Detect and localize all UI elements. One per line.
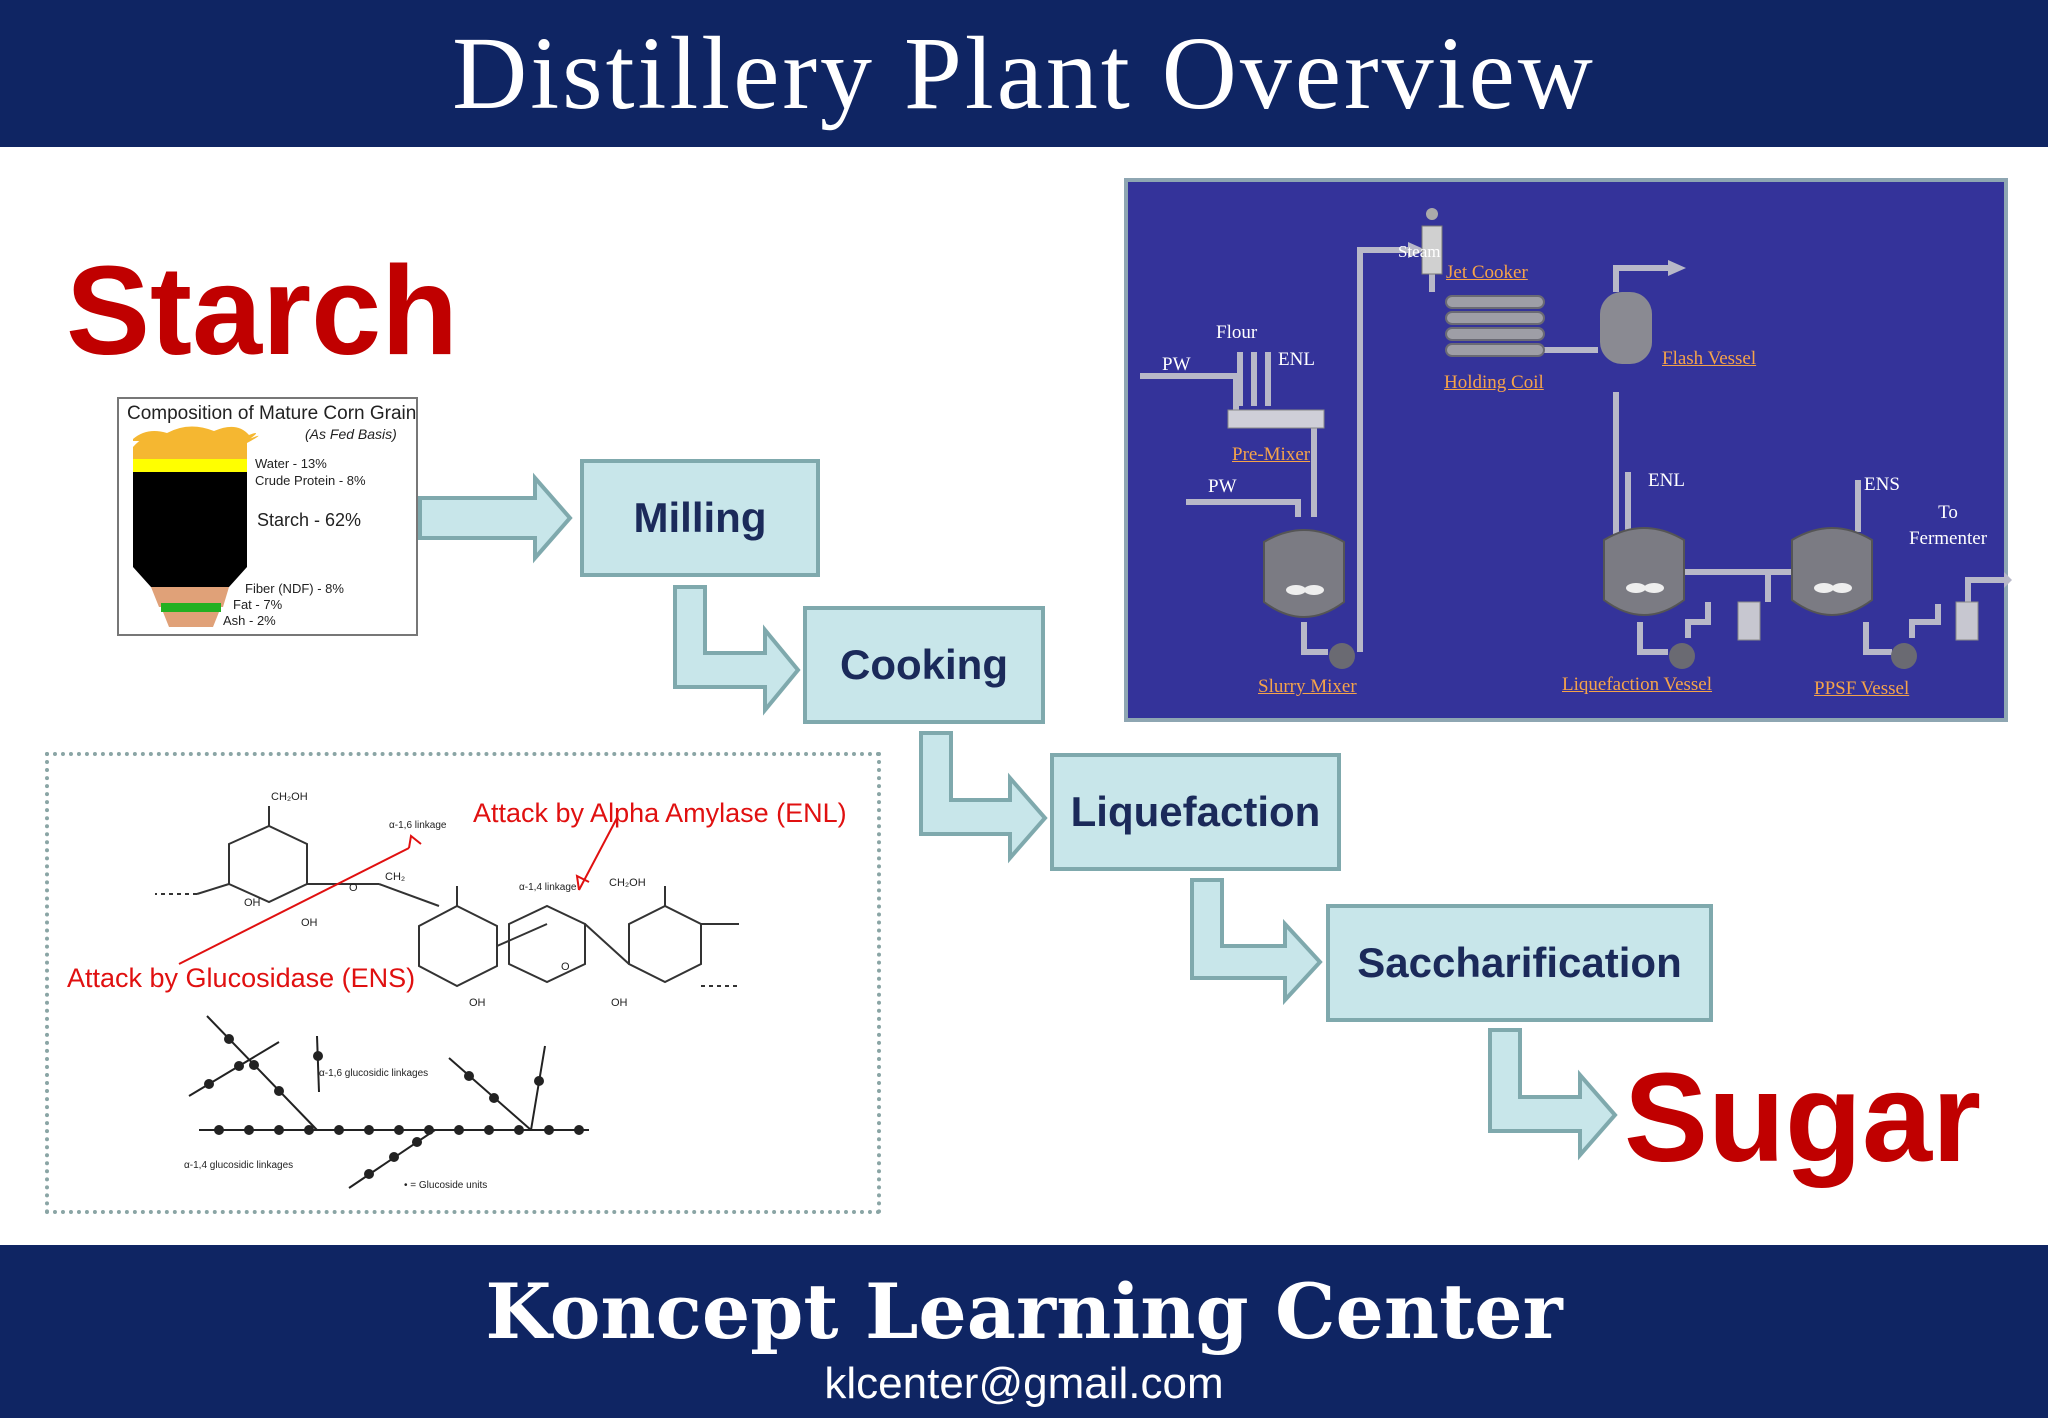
flash-vessel-link[interactable]: Flash Vessel xyxy=(1662,348,1757,369)
pfd-graphic xyxy=(1140,208,2012,669)
corn-protein: Crude Protein - 8% xyxy=(255,473,366,488)
svg-text:OH: OH xyxy=(469,997,486,1009)
liquefaction-vessel-link[interactable]: Liquefaction Vessel xyxy=(1562,674,1713,695)
step-cooking: Cooking xyxy=(803,606,1045,724)
corn-title: Composition of Mature Corn Grain xyxy=(127,403,417,424)
enzyme-structure-diagram: CH₂OH CH₂ CH₂OH OH OH OH OH O O α-1,6 li… xyxy=(45,752,881,1214)
holding-coil-link[interactable]: Holding Coil xyxy=(1444,372,1544,393)
a16-linkage-label: α-1,6 linkage xyxy=(389,820,447,831)
corn-starch: Starch - 62% xyxy=(257,510,362,530)
svg-text:CH₂OH: CH₂OH xyxy=(609,877,646,889)
a14-linkage-label: α-1,4 linkage xyxy=(519,882,577,893)
glucoside-units-label: • = Glucoside units xyxy=(404,1180,487,1191)
arrow-starch-to-milling xyxy=(418,472,573,564)
a16-glucosidic-label: α-1,6 glucosidic linkages xyxy=(319,1068,428,1079)
ens-label: ENS xyxy=(1864,474,1900,495)
arrow-liquefaction-to-saccharification xyxy=(1190,878,1323,1006)
enl-label-2: ENL xyxy=(1648,470,1685,491)
corn-kernel-graphic xyxy=(133,426,259,627)
corn-fat: Fat - 7% xyxy=(233,597,283,612)
footer-banner: Koncept Learning Center klcenter@gmail.c… xyxy=(0,1245,2048,1418)
a14-glucosidic-label: α-1,4 glucosidic linkages xyxy=(184,1160,293,1171)
to-fermenter-label: To Fermenter xyxy=(1908,502,1988,549)
pre-mixer-link[interactable]: Pre-Mixer xyxy=(1232,444,1311,465)
sugar-label: Sugar xyxy=(1624,1047,1982,1188)
slurry-mixer-link[interactable]: Slurry Mixer xyxy=(1258,676,1357,697)
corn-ash: Ash - 2% xyxy=(223,613,276,628)
ppsf-vessel-link[interactable]: PPSF Vessel xyxy=(1814,678,1910,699)
steam-label: Steam xyxy=(1398,242,1441,261)
glucosidase-label: Attack by Glucosidase (ENS) xyxy=(67,963,416,993)
arrow-cooking-to-liquefaction xyxy=(919,731,1048,864)
svg-text:CH₂: CH₂ xyxy=(385,871,405,883)
process-flow-diagram: Steam Jet Cooker Flour ENL PW Holding Co… xyxy=(1124,178,2012,722)
corn-composition-figure: Composition of Mature Corn Grain (As Fed… xyxy=(117,397,418,636)
enl-label-1: ENL xyxy=(1278,349,1315,370)
title-banner: Distillery Plant Overview xyxy=(0,0,2048,147)
arrow-saccharification-to-sugar xyxy=(1488,1028,1618,1161)
step-liquefaction: Liquefaction xyxy=(1050,753,1341,871)
arrow-milling-to-cooking xyxy=(673,585,801,716)
corn-fiber: Fiber (NDF) - 8% xyxy=(245,581,344,596)
contact-email: klcenter@gmail.com xyxy=(824,1359,1224,1408)
svg-text:CH₂OH: CH₂OH xyxy=(271,791,308,803)
svg-text:OH: OH xyxy=(244,897,261,909)
pw-label-2: PW xyxy=(1208,476,1237,497)
starch-structure-graphic: CH₂OH CH₂ CH₂OH OH OH OH OH O O α-1,6 li… xyxy=(155,791,739,1191)
alpha-amylase-label: Attack by Alpha Amylase (ENL) xyxy=(473,798,847,828)
svg-text:OH: OH xyxy=(301,917,318,929)
organization-name: Koncept Learning Center xyxy=(485,1267,1563,1356)
svg-text:O: O xyxy=(349,882,358,894)
page-title: Distillery Plant Overview xyxy=(452,16,1596,131)
jet-cooker-link[interactable]: Jet Cooker xyxy=(1446,262,1528,283)
step-saccharification: Saccharification xyxy=(1326,904,1713,1022)
flour-label: Flour xyxy=(1216,322,1258,343)
corn-subtitle: (As Fed Basis) xyxy=(305,426,397,442)
corn-water: Water - 13% xyxy=(255,456,327,471)
svg-text:OH: OH xyxy=(611,997,628,1009)
svg-text:O: O xyxy=(561,961,570,973)
pw-label-1: PW xyxy=(1162,354,1191,375)
step-milling: Milling xyxy=(580,459,820,577)
starch-label: Starch xyxy=(66,240,459,381)
